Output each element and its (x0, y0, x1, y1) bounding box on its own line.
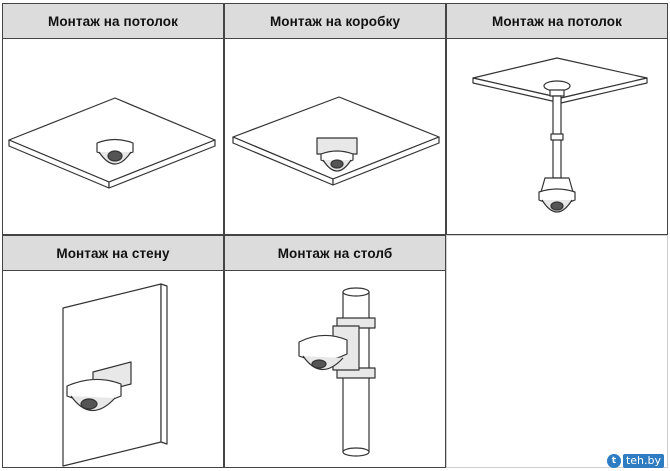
watermark: t teh.by (606, 452, 664, 469)
panel-title: Монтаж на потолок (447, 4, 667, 39)
panel-box-mount: Монтаж на коробку (224, 3, 446, 235)
panel-title: Монтаж на стену (3, 236, 223, 271)
watermark-text: teh.by (622, 453, 664, 468)
box-mount-illustration (232, 96, 440, 186)
panel-pole-mount: Монтаж на столб (224, 235, 446, 468)
panel-wall-mount: Монтаж на стену (2, 235, 224, 468)
ceiling-mount-illustration (8, 97, 216, 189)
pendant-mount-illustration (472, 57, 648, 213)
panel-title: Монтаж на столб (225, 236, 445, 271)
panel-title: Монтаж на потолок (3, 4, 223, 39)
teh-logo-icon: t (606, 453, 621, 468)
panel-ceiling-mount: Монтаж на потолок (2, 3, 224, 235)
panel-empty (446, 235, 668, 468)
panel-title: Монтаж на коробку (225, 4, 445, 39)
panel-pendant-ceiling-mount: Монтаж на потолок (446, 3, 668, 235)
wall-mount-illustration (62, 283, 168, 467)
pole-mount-illustration (298, 287, 376, 457)
